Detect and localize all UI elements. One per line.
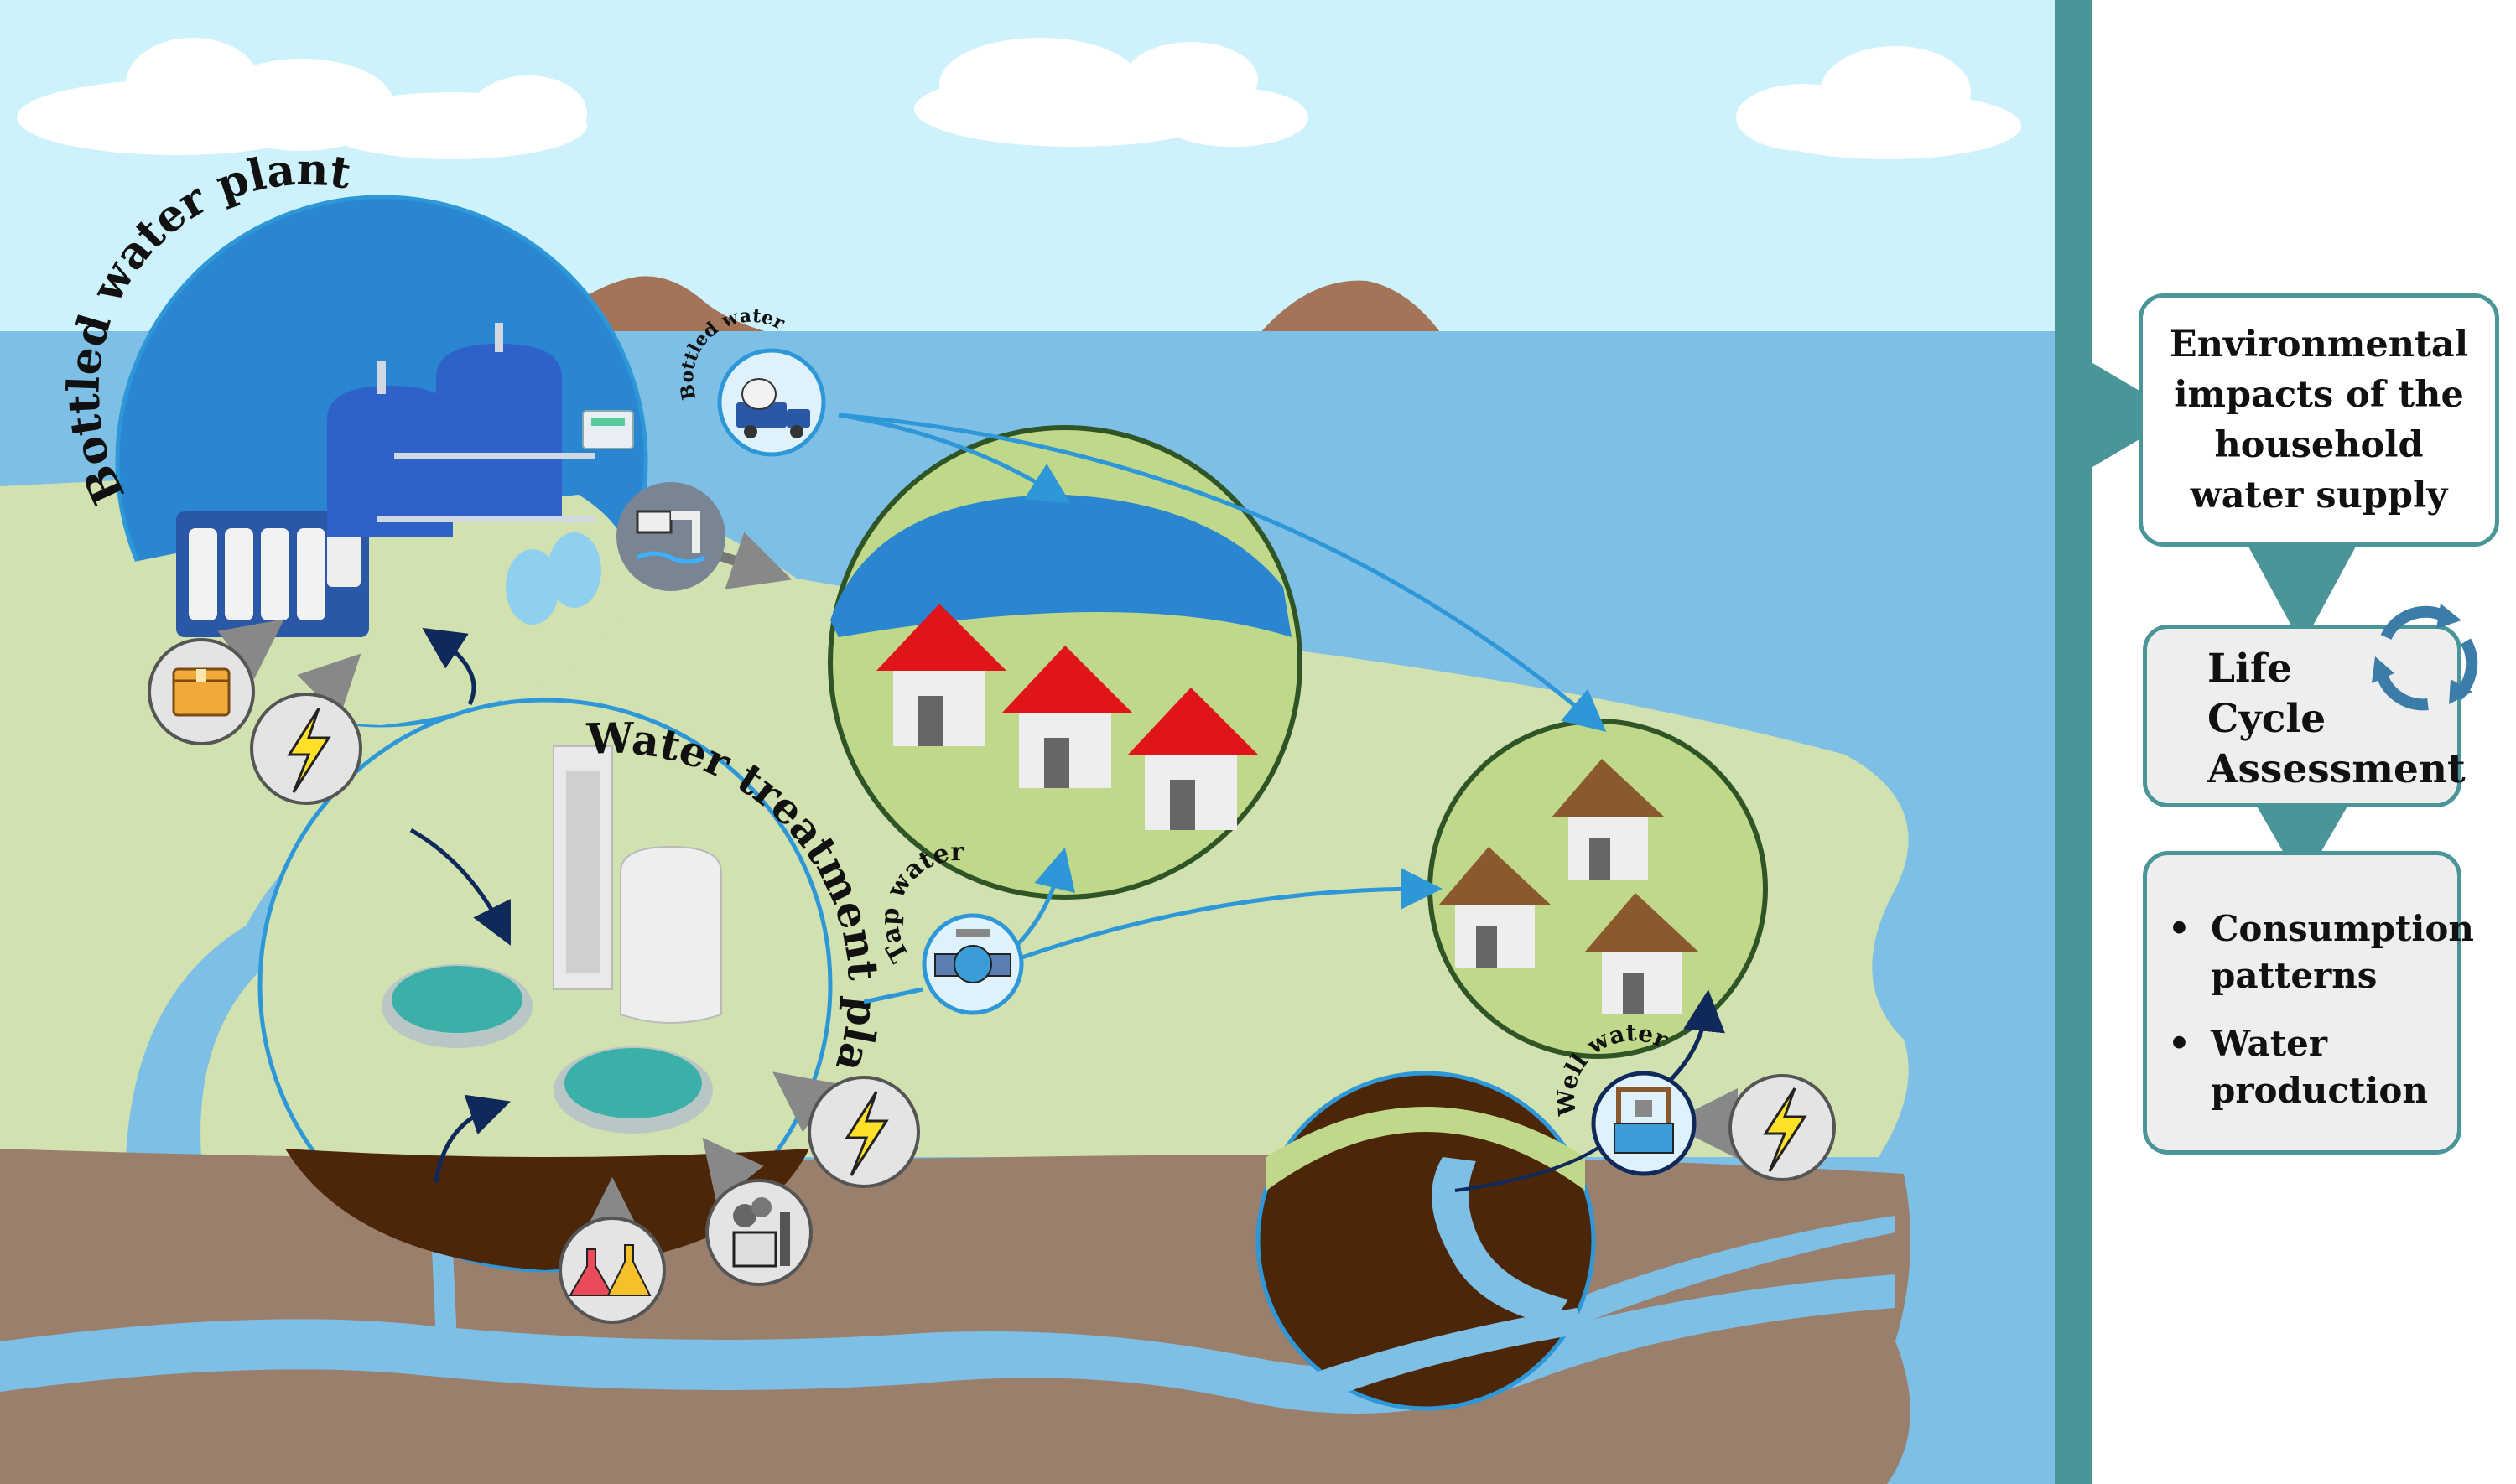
lca-line: Life bbox=[2207, 646, 2293, 692]
house-icon bbox=[1585, 893, 1698, 1014]
panel-title-line: water supply bbox=[2190, 475, 2448, 516]
river bbox=[126, 922, 277, 1157]
water-jug-icon bbox=[506, 532, 601, 625]
panel-title-line: Environmental bbox=[2169, 324, 2469, 366]
lca-line: Cycle bbox=[2207, 696, 2326, 742]
treatment-tower-icon bbox=[553, 745, 722, 1024]
lca-list: Consumption patterns Water production bbox=[2164, 905, 2474, 1114]
panel-title-box: Environmental impacts of the household w… bbox=[2139, 293, 2499, 547]
tap-water-houses bbox=[828, 425, 1302, 900]
list-item: Water production bbox=[2164, 1020, 2441, 1114]
panel-title-line: impacts of the bbox=[2174, 374, 2464, 416]
chemicals-icon bbox=[559, 1217, 666, 1324]
house-icon bbox=[1438, 847, 1552, 968]
water-supply-scene: Bottled water plant Water treatment plan… bbox=[0, 0, 2055, 1484]
house-icon bbox=[1552, 759, 1665, 880]
list-item: Consumption patterns bbox=[2164, 905, 2474, 999]
control-panel-icon bbox=[582, 410, 634, 449]
panel-title-line: household bbox=[2214, 424, 2424, 466]
lca-box: Life Cycle Assessment bbox=[2143, 625, 2466, 807]
lightning-icon bbox=[808, 1076, 920, 1188]
bottled-and-well-water-houses bbox=[1427, 719, 1768, 1059]
package-icon bbox=[148, 638, 255, 745]
mountain bbox=[1258, 280, 1443, 335]
clarifier-tank-icon bbox=[382, 964, 713, 1134]
tap-valve-icon bbox=[922, 913, 1024, 1015]
aquifer bbox=[1255, 1071, 1596, 1411]
industry-emissions-icon bbox=[705, 1179, 813, 1286]
lca-line: Assessment bbox=[2207, 746, 2466, 792]
cloud bbox=[17, 38, 2021, 159]
lca-list-box: Consumption patterns Water production bbox=[2143, 851, 2474, 1155]
flow-arrows bbox=[217, 413, 1738, 1238]
cycle-arrows-icon bbox=[2372, 604, 2478, 711]
house-icon bbox=[1128, 688, 1258, 830]
truck-icon bbox=[717, 348, 826, 457]
house-icon bbox=[876, 604, 1006, 746]
lightning-icon bbox=[250, 693, 362, 805]
house-icon bbox=[1002, 646, 1132, 788]
well-icon bbox=[1591, 1071, 1697, 1176]
wastewater-discharge-icon bbox=[616, 482, 725, 591]
lightning-icon bbox=[1728, 1074, 1836, 1181]
storage-tank-icon bbox=[327, 323, 595, 537]
underground-stream bbox=[1552, 1216, 1895, 1329]
